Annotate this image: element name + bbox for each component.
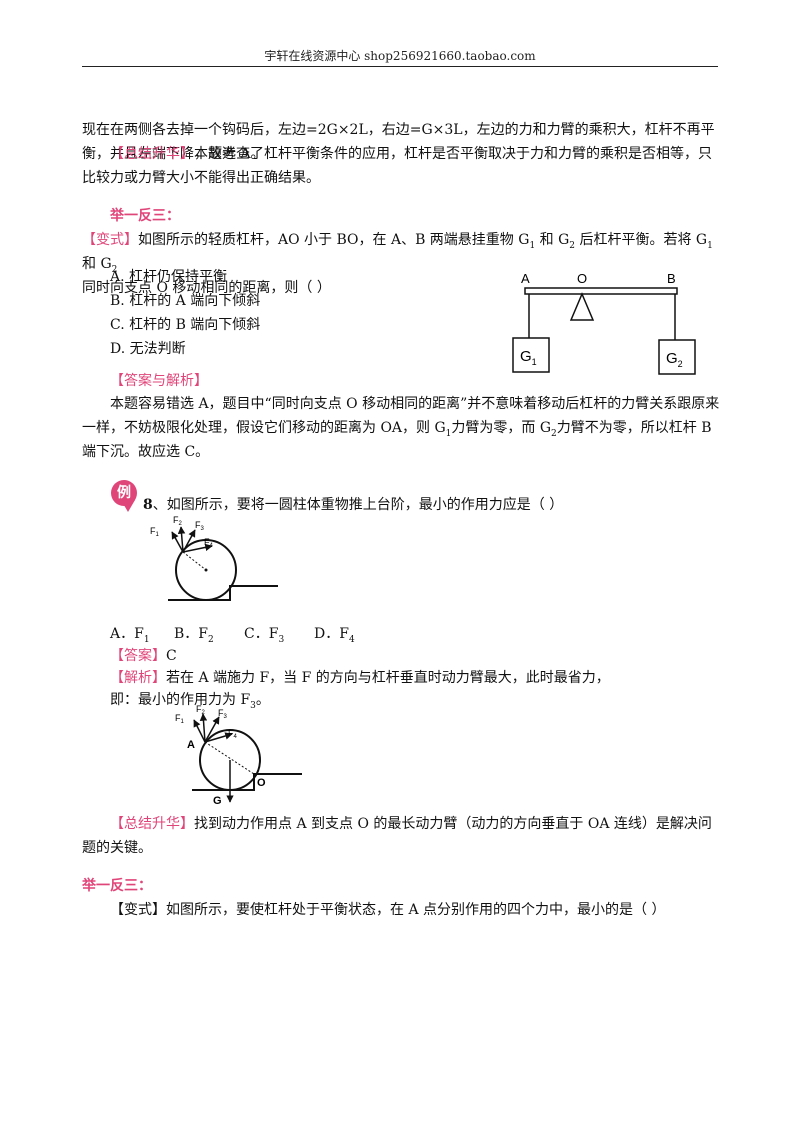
option-8-a: A．F1 xyxy=(110,626,150,645)
variant-question-2: 【变式】如图所示，要使杠杆处于平衡状态，在 A 点分别作用的四个力中，最小的是（… xyxy=(82,898,722,922)
a1-text-3: 力臂不为零，所以杠杆 B 端下沉。故应选 C。 xyxy=(82,420,712,460)
force-f4-arrow xyxy=(204,732,233,743)
label-g2: G2 xyxy=(666,350,683,369)
q1-text-4: 和 G xyxy=(82,256,112,272)
q1-text-5: 同时向支点 O 移动相同的距离，则（ ） xyxy=(82,280,331,296)
lever-figure: A O B G1 G2 xyxy=(512,271,696,375)
option-8-c: C．F3 xyxy=(244,626,285,645)
label-f4: F4 xyxy=(228,728,238,740)
force-f4-arrow xyxy=(182,543,213,553)
option-d: D. 无法判断 xyxy=(110,341,186,357)
label-f2: F2 xyxy=(196,704,206,716)
summary-2-text: 找到动力作用点 A 到支点 O 的最长动力臂（动力的方向垂直于 OA 连线）是解… xyxy=(82,816,712,856)
label-o: O xyxy=(257,777,266,789)
analysis-8-label: 【解析】 xyxy=(110,670,166,686)
section-heading-2: 举一反三： xyxy=(82,878,152,894)
section-heading-1: 举一反三： xyxy=(110,208,180,224)
answer-8-text: C xyxy=(166,648,177,664)
example-8-question: 8、如图所示，要将一圆柱体重物推上台阶，最小的作用力应是（ ） xyxy=(143,493,723,517)
q1-text-3: 后杠杆平衡。若将 G xyxy=(575,232,708,248)
force-f2-arrow xyxy=(199,713,208,743)
page-header: 宇轩在线资源中心 shop256921660.taobao.com xyxy=(264,49,536,63)
label-f1: F1 xyxy=(150,526,160,538)
answer-label: 【答案与解析】 xyxy=(110,369,410,393)
force-f1-arrow xyxy=(193,719,206,743)
label-f1: F1 xyxy=(175,713,185,725)
fulcrum xyxy=(569,292,595,321)
label-g1: G1 xyxy=(520,348,537,367)
label-a: A xyxy=(521,271,530,286)
center-dot xyxy=(204,568,208,572)
force-f2-arrow xyxy=(177,526,186,553)
variant-label: 【变式】 xyxy=(82,232,138,248)
label-g: G xyxy=(213,795,222,806)
a1-sub-2: 2 xyxy=(551,428,557,439)
a1-text-2: 力臂为零，而 G xyxy=(451,420,552,436)
step xyxy=(168,585,278,601)
option-a: A. 杠杆仍保持平衡 xyxy=(110,269,228,285)
summary-2-label: 【总结升华】 xyxy=(110,816,194,832)
force-f3-arrow xyxy=(182,529,196,553)
lever-bar xyxy=(524,287,678,295)
a1-text-1: 本题容易错选 A，题目中“同时向支点 O 移动相同的距离”并不意味着移动后杠杆的… xyxy=(82,396,720,436)
label-f3: F3 xyxy=(195,520,205,532)
variant-2-text: 如图所示，要使杠杆处于平衡状态，在 A 点分别作用的四个力中，最小的是（ ） xyxy=(166,902,666,918)
cylinder-figure-2: F1 F2 F3 F4 A O G xyxy=(175,704,302,806)
analysis-8-sub: 3 xyxy=(250,700,256,711)
step xyxy=(192,773,302,791)
analysis-8: 【解析】若在 A 端施力 F，当 F 的方向与杠杆垂直时动力臂最大，此时最省力， xyxy=(110,666,720,690)
answer-8-label: 【答案】 xyxy=(110,648,166,664)
force-f3-arrow xyxy=(204,716,220,743)
summary-label: 【总结升华】 xyxy=(110,146,194,162)
label-b: B xyxy=(667,271,676,286)
answer-label-text: 【答案与解析】 xyxy=(110,373,208,389)
analysis-8-text-3: 。 xyxy=(255,692,270,708)
analysis-8-line2: 即：最小的作用力为 F3。 xyxy=(110,688,720,712)
analysis-8-text-1: 若在 A 端施力 F，当 F 的方向与杠杆垂直时动力臂最大，此时最省力， xyxy=(166,670,610,686)
q1-text-2: 和 G xyxy=(535,232,570,248)
example-badge: 例 xyxy=(111,480,137,512)
label-o: O xyxy=(577,271,587,286)
weight-g1 xyxy=(512,337,550,373)
label-f4: F4 xyxy=(204,537,214,549)
summary-2: 【总结升华】找到动力作用点 A 到支点 O 的最长动力臂（动力的方向垂直于 OA… xyxy=(82,812,722,860)
summary-text: 本题考查了杠杆平衡条件的应用，杠杆是否平衡取决于力和力臂的乘积是否相等，只比较力… xyxy=(82,146,712,186)
summary-1: 【总结升华】本题考查了杠杆平衡条件的应用，杠杆是否平衡取决于力和力臂的乘积是否相… xyxy=(82,142,722,190)
a1-sub-1: 1 xyxy=(445,428,452,439)
option-c: C. 杠杆的 B 端向下倾斜 xyxy=(110,317,261,333)
q1-text-1: 如图所示的轻质杠杆，AO 小于 BO，在 A、B 两端悬挂重物 G xyxy=(138,232,530,248)
example-text: 、如图所示，要将一圆柱体重物推上台阶，最小的作用力应是（ ） xyxy=(152,497,564,513)
analysis-8-text-2: 即：最小的作用力为 F xyxy=(110,692,251,708)
answer-8: 【答案】C xyxy=(110,644,310,668)
variant-question-1: 【变式】如图所示的轻质杠杆，AO 小于 BO，在 A、B 两端悬挂重物 G1 和… xyxy=(82,228,722,300)
q1-sub-2: 2 xyxy=(569,240,576,251)
label-a: A xyxy=(187,739,195,751)
label-f2: F2 xyxy=(173,515,183,527)
header-rule xyxy=(82,66,718,67)
variant-2-label: 【变式】 xyxy=(110,902,166,918)
force-f1-arrow xyxy=(171,531,184,553)
q1-sub-3: 1 xyxy=(707,240,713,251)
cylinder-figure-1: F1 F2 F3 F4 xyxy=(150,515,278,601)
option-8-b: B．F2 xyxy=(174,626,214,645)
label-f3: F3 xyxy=(218,708,228,720)
radius-line xyxy=(182,551,207,571)
example-number: 8 xyxy=(143,497,153,513)
option-b: B. 杠杆的 A 端向下倾斜 xyxy=(110,293,261,309)
paragraph-conclusion: 现在在两侧各去掉一个钩码后，左边=2G×2L，右边=G×3L，左边的力和力臂的乘… xyxy=(82,122,715,162)
answer-explanation: 本题容易错选 A，题目中“同时向支点 O 移动相同的距离”并不意味着移动后杠杆的… xyxy=(82,392,722,464)
q1-sub-1: 1 xyxy=(529,240,536,251)
weight-g2 xyxy=(658,339,696,375)
q1-sub-4: 2 xyxy=(111,264,118,275)
option-8-d: D．F4 xyxy=(314,626,355,645)
oa-line xyxy=(204,741,255,775)
